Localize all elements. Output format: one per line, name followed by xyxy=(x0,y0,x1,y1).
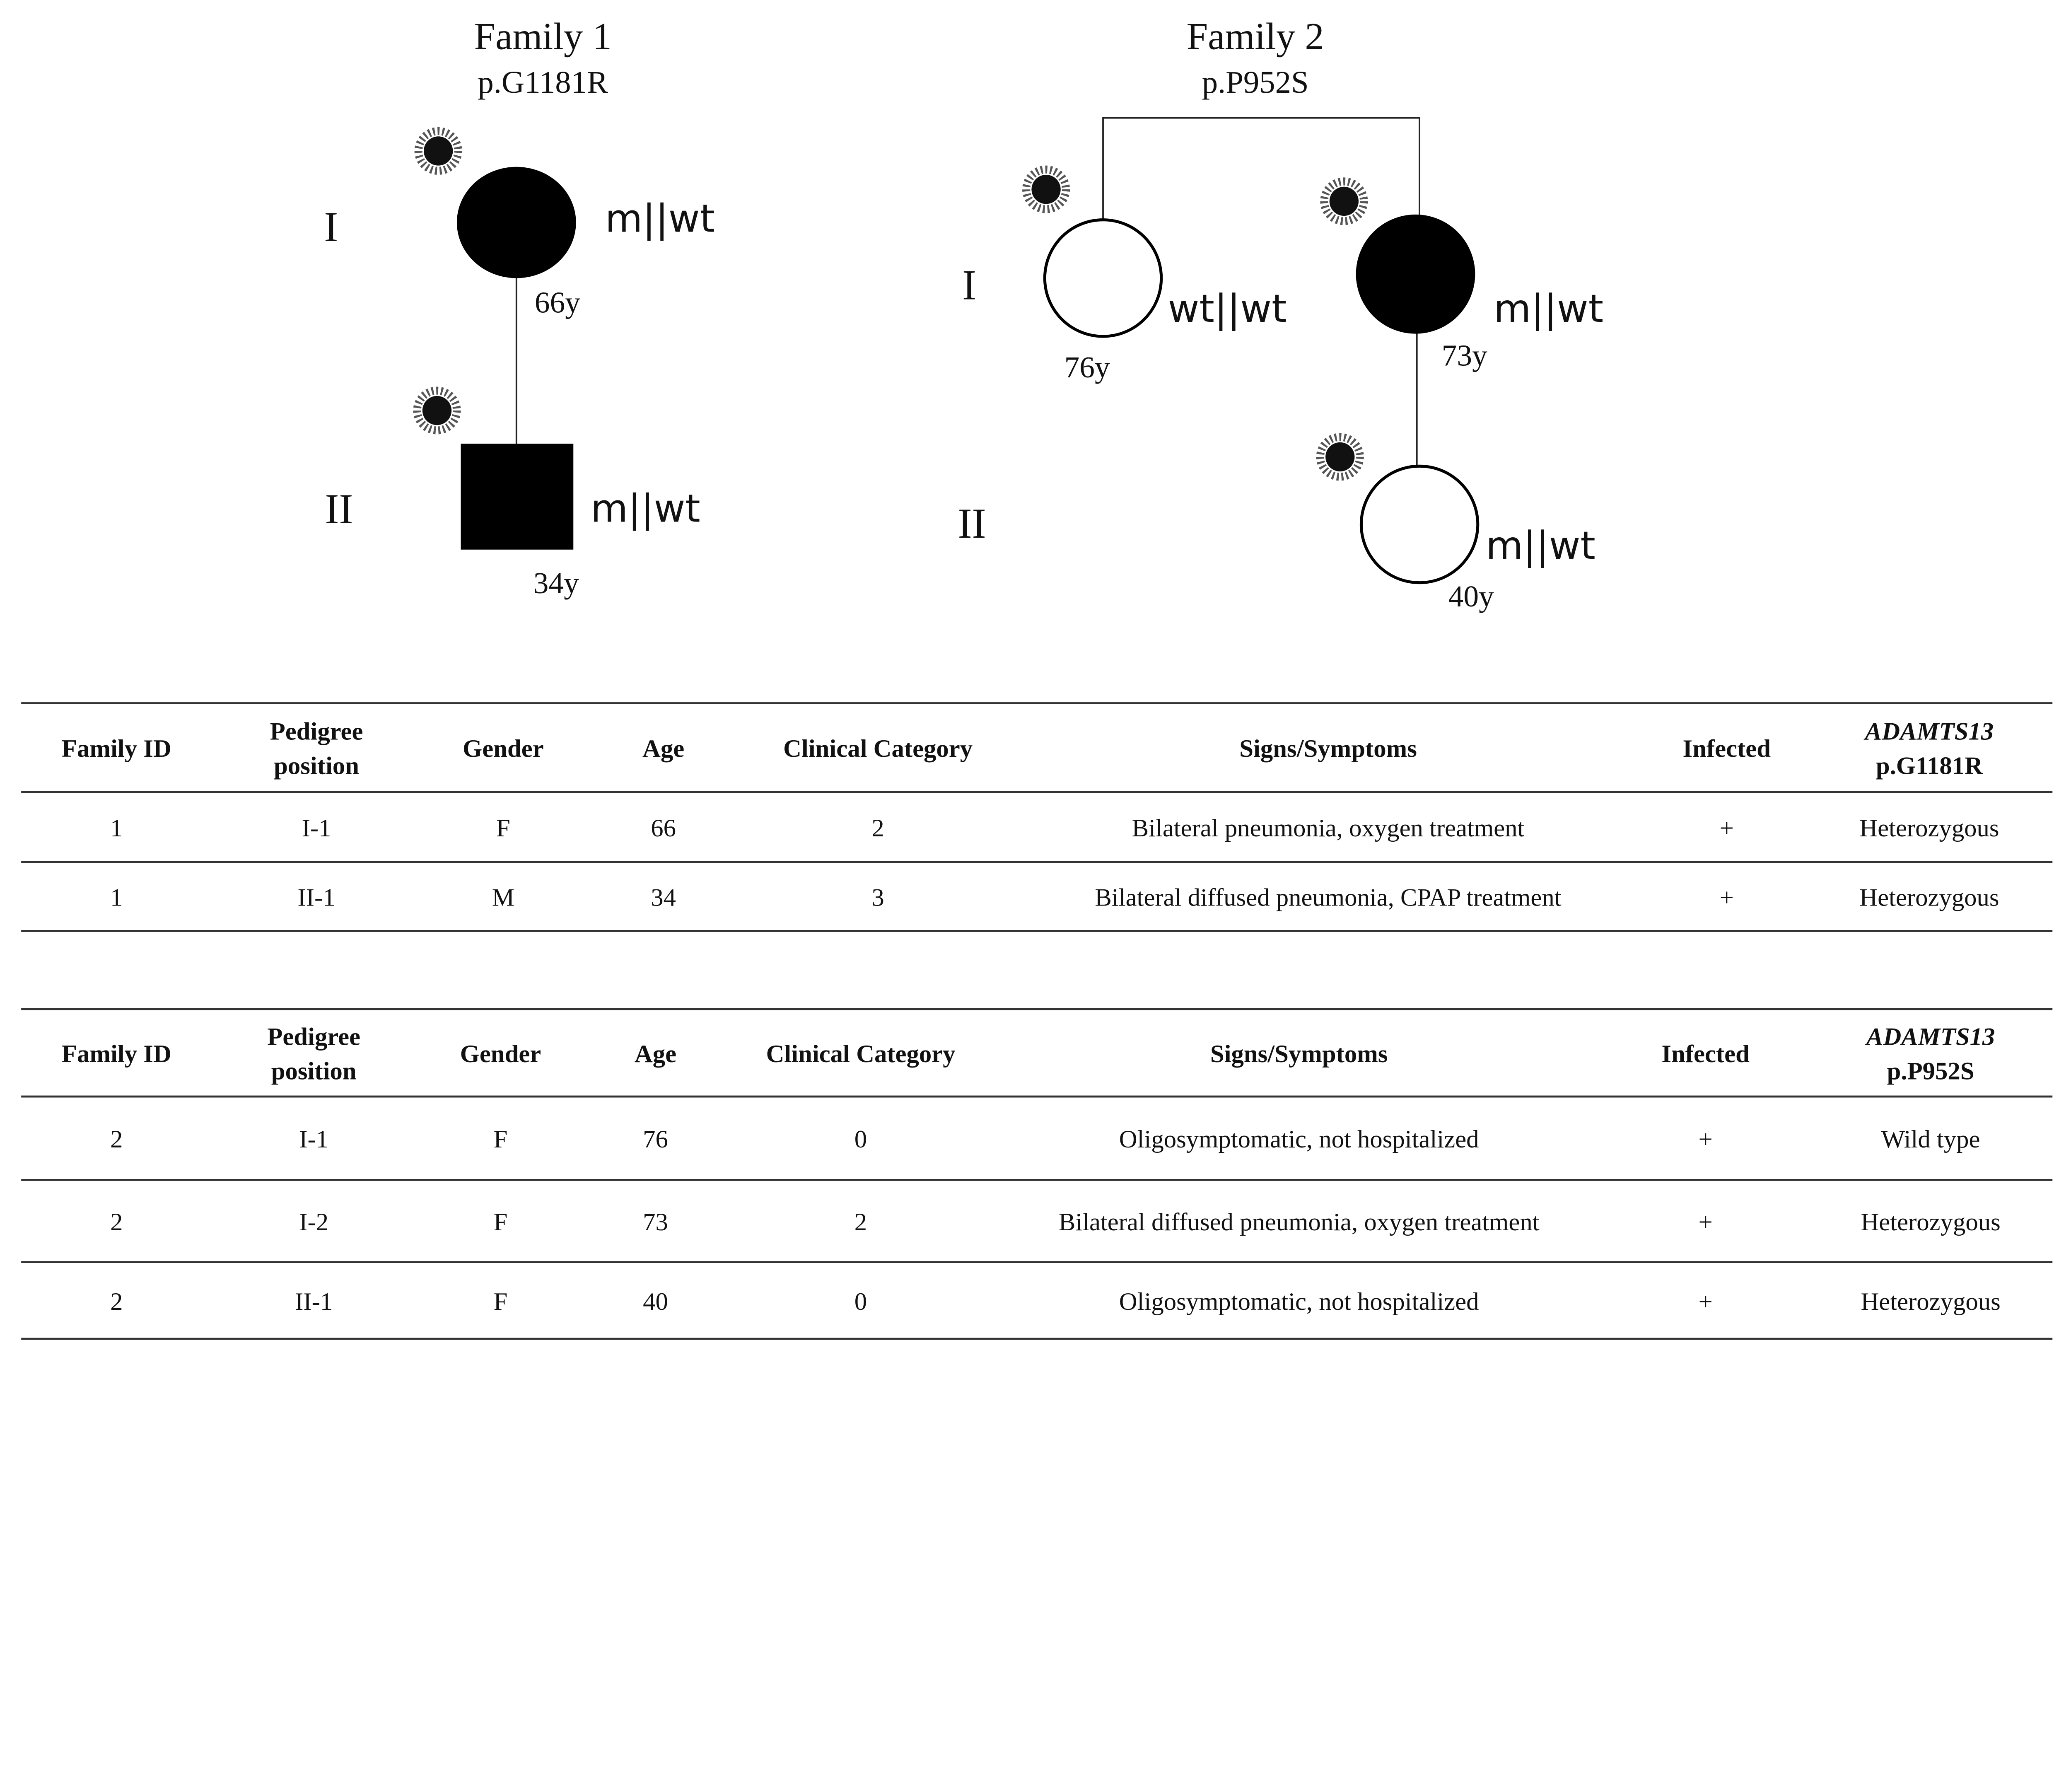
table-cell: Heterozygous xyxy=(1859,814,1999,842)
pedigree-family-1: Family 1 p.G1181R I II m||wt 66y m||wt 3… xyxy=(324,15,715,600)
column-header: position xyxy=(271,1057,357,1085)
table-cell: 3 xyxy=(871,884,884,912)
table-cell: + xyxy=(1698,1208,1712,1236)
family-2-variant: p.P952S xyxy=(1202,65,1309,100)
table-cell: Heterozygous xyxy=(1861,1208,2000,1236)
genotype-label: m||wt xyxy=(605,196,715,241)
generation-label: II xyxy=(958,500,986,547)
column-header: Infected xyxy=(1661,1040,1750,1068)
family-1-title: Family 1 xyxy=(474,15,612,58)
table-row: 2 I-2 F 73 2 Bilateral diffused pneumonia, ox… xyxy=(110,1208,2001,1236)
table-cell: 1 xyxy=(110,814,123,842)
column-header: Infected xyxy=(1683,735,1771,763)
age-label: 73y xyxy=(1442,338,1488,372)
table-cell: II-1 xyxy=(298,884,336,912)
table-cell: 76 xyxy=(643,1125,668,1153)
virus-icon xyxy=(1026,169,1066,209)
table-cell: F xyxy=(494,1208,508,1236)
table-family-2: Family ID Pedigree position Gender Age Clinic… xyxy=(21,1008,2053,1340)
virus-icon xyxy=(1324,181,1364,221)
column-header: p.P952S xyxy=(1887,1057,1974,1085)
table-cell: + xyxy=(1720,884,1734,912)
table-cell: Bilateral pneumonia, oxygen treatment xyxy=(1132,814,1525,842)
table-cell: 2 xyxy=(110,1125,123,1153)
table-cell: Bilateral diffused pneumonia, oxygen tre… xyxy=(1059,1208,1540,1236)
table-cell: II-1 xyxy=(295,1288,333,1316)
column-header: p.G1181R xyxy=(1876,752,1983,780)
figure: Family 1 p.G1181R I II m||wt 66y m||wt 3… xyxy=(21,15,2053,1340)
table-cell: M xyxy=(492,884,514,912)
table-family-1: Family ID Pedigree position Gender Age Clinic… xyxy=(21,702,2053,932)
column-header: Age xyxy=(642,735,684,763)
column-header: position xyxy=(274,752,359,780)
column-header: Clinical Category xyxy=(783,735,973,763)
table-cell: 73 xyxy=(643,1208,668,1236)
column-header: ADAMTS13 xyxy=(1865,1023,1995,1051)
column-header: Pedigree xyxy=(270,717,363,745)
table-row: 1 I-1 F 66 2 Bilateral pneumonia, oxygen trea… xyxy=(110,814,1999,842)
column-header: Signs/Symptoms xyxy=(1210,1040,1388,1068)
table-row: 1 II-1 M 34 3 Bilateral diffused pneumonia, C… xyxy=(110,884,1999,912)
table-cell: + xyxy=(1720,814,1734,842)
table-cell: Bilateral diffused pneumonia, CPAP treat… xyxy=(1095,884,1561,912)
column-header: Pedigree xyxy=(267,1023,360,1051)
table-cell: F xyxy=(494,1125,508,1153)
table-cell: Oligosymptomatic, not hospitalized xyxy=(1119,1288,1479,1316)
genotype-label: m||wt xyxy=(591,486,700,531)
age-label: 40y xyxy=(1448,579,1494,613)
table-cell: F xyxy=(496,814,510,842)
virus-icon xyxy=(417,391,457,430)
table-cell: I-1 xyxy=(302,814,331,842)
column-header: Gender xyxy=(460,1040,541,1068)
genotype-label: m||wt xyxy=(1486,523,1595,568)
column-header: Family ID xyxy=(62,735,171,763)
age-label: 76y xyxy=(1064,350,1110,384)
table-cell: Heterozygous xyxy=(1861,1288,2000,1316)
table-cell: + xyxy=(1698,1125,1712,1153)
table-cell: 1 xyxy=(110,884,123,912)
virus-icon xyxy=(1320,437,1360,477)
table-cell: 40 xyxy=(643,1288,668,1316)
mating-line xyxy=(1102,117,1421,221)
table-row: 2 I-1 F 76 0 Oligosymptomatic, not hospitaliz… xyxy=(110,1125,1980,1153)
table-cell: Heterozygous xyxy=(1859,884,1999,912)
individual-I-2-female-affected xyxy=(1356,214,1475,334)
table-cell: I-1 xyxy=(299,1125,328,1153)
pedigree-family-2: Family 2 p.P952S I II wt||wt 76y m||wt 7… xyxy=(958,15,1603,613)
generation-label: II xyxy=(325,486,353,533)
virus-icon xyxy=(418,131,458,171)
family-1-variant: p.G1181R xyxy=(478,65,608,100)
table-cell: 0 xyxy=(854,1288,867,1316)
column-header: ADAMTS13 xyxy=(1863,717,1994,745)
genotype-label: m||wt xyxy=(1494,286,1603,331)
table-cell: 2 xyxy=(871,814,884,842)
family-2-title: Family 2 xyxy=(1187,15,1324,58)
generation-label: I xyxy=(962,262,976,309)
table-cell: 66 xyxy=(651,814,676,842)
table-cell: 34 xyxy=(651,884,676,912)
column-header: Signs/Symptoms xyxy=(1239,735,1417,763)
column-header: Age xyxy=(635,1040,676,1068)
table-cell: Wild type xyxy=(1881,1125,1980,1153)
age-label: 66y xyxy=(535,285,581,319)
individual-I-1-female-affected xyxy=(456,167,576,278)
column-header: Family ID xyxy=(62,1040,171,1068)
table-cell: 2 xyxy=(110,1288,123,1316)
individual-II-1-male-affected xyxy=(461,443,574,550)
column-header: Gender xyxy=(463,735,544,763)
table-cell: I-2 xyxy=(299,1208,328,1236)
age-label: 34y xyxy=(533,566,579,600)
table-cell: 2 xyxy=(854,1208,867,1236)
table-cell: Oligosymptomatic, not hospitalized xyxy=(1119,1125,1479,1153)
genotype-label: wt||wt xyxy=(1168,286,1287,331)
table-row: 2 II-1 F 40 0 Oligosymptomatic, not hospitali… xyxy=(110,1288,2001,1316)
table-cell: F xyxy=(494,1288,508,1316)
individual-II-1-female-unaffected xyxy=(1359,464,1480,584)
generation-label: I xyxy=(324,204,338,251)
individual-I-1-female-unaffected xyxy=(1043,218,1163,338)
table-cell: 2 xyxy=(110,1208,123,1236)
table-cell: 0 xyxy=(854,1125,867,1153)
column-header: Clinical Category xyxy=(766,1040,955,1068)
table-cell: + xyxy=(1698,1288,1712,1316)
